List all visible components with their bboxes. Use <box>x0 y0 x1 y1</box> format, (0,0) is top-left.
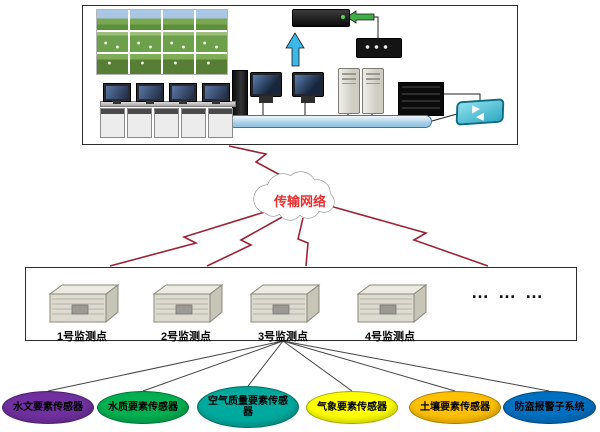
sensor-soil: 土壤要素传感器 <box>409 391 501 424</box>
video-wall-cell <box>97 10 128 30</box>
station-label-4: 4号监测点 <box>364 331 416 343</box>
operator-desk-icon <box>100 101 236 107</box>
video-wall-cell <box>163 10 194 30</box>
dvr-server-icon <box>292 9 350 27</box>
video-wall-cell <box>196 54 227 74</box>
cloud-shape <box>253 171 335 221</box>
sensor-fan-lines <box>47 340 550 392</box>
upload-arrow-icon <box>285 32 305 67</box>
desk-monitor-icon <box>169 83 197 102</box>
transmission-network-label: 传输网络 <box>273 194 326 209</box>
left-arrow-icon <box>346 10 375 24</box>
station-label-3: 3号监测点 <box>257 331 309 343</box>
video-wall-icon <box>96 9 228 75</box>
switch-arrow-icon <box>471 112 484 122</box>
desk-monitor-icon <box>136 83 164 102</box>
sensor-hydrology: 水文要素传感器 <box>2 391 94 424</box>
video-wall-cell <box>130 54 161 74</box>
desk-cabinet-icon <box>127 108 152 138</box>
stations-box <box>25 267 577 341</box>
video-wall-cell <box>163 54 194 74</box>
control-center-box <box>82 5 518 145</box>
lightning-links <box>109 145 489 267</box>
dark-tower-icon <box>232 70 248 116</box>
video-wall-cell <box>196 32 227 52</box>
video-wall-cell <box>97 54 128 74</box>
more-stations-ellipsis: … … … <box>470 282 545 302</box>
sensor-antitheft-alarm: 防盗报警子系统 <box>503 391 596 424</box>
station-label-1: 1号监测点 <box>56 331 108 343</box>
network-switch-icon <box>455 98 505 126</box>
video-wall-cell <box>163 32 194 52</box>
fiber-bus-icon <box>228 115 432 128</box>
desk-monitor-icon <box>103 83 131 102</box>
video-wall-cell <box>130 10 161 30</box>
sensor-meteorology: 气象要素传感器 <box>306 391 398 424</box>
desk-cabinet-icon <box>100 108 125 138</box>
pc-tower-icon <box>338 68 360 114</box>
sensor-air-quality: 空气质量要素传感器 <box>197 386 299 428</box>
desk-cabinet-icon <box>181 108 206 138</box>
sensor-water-quality: 水质要素传感器 <box>97 391 189 424</box>
workstation-monitor-icon <box>292 72 324 97</box>
pc-tower-icon <box>362 68 384 114</box>
desk-cabinet-icon <box>208 108 233 138</box>
video-wall-cell <box>130 32 161 52</box>
workstation-monitor-icon <box>250 72 282 97</box>
matrix-controller-icon <box>356 38 402 58</box>
desk-cabinet-icon <box>154 108 179 138</box>
video-wall-cell <box>196 10 227 30</box>
video-wall-cell <box>97 32 128 52</box>
server-rack-icon <box>398 82 444 116</box>
station-label-2: 2号监测点 <box>160 331 212 343</box>
desk-monitor-icon <box>202 83 230 102</box>
